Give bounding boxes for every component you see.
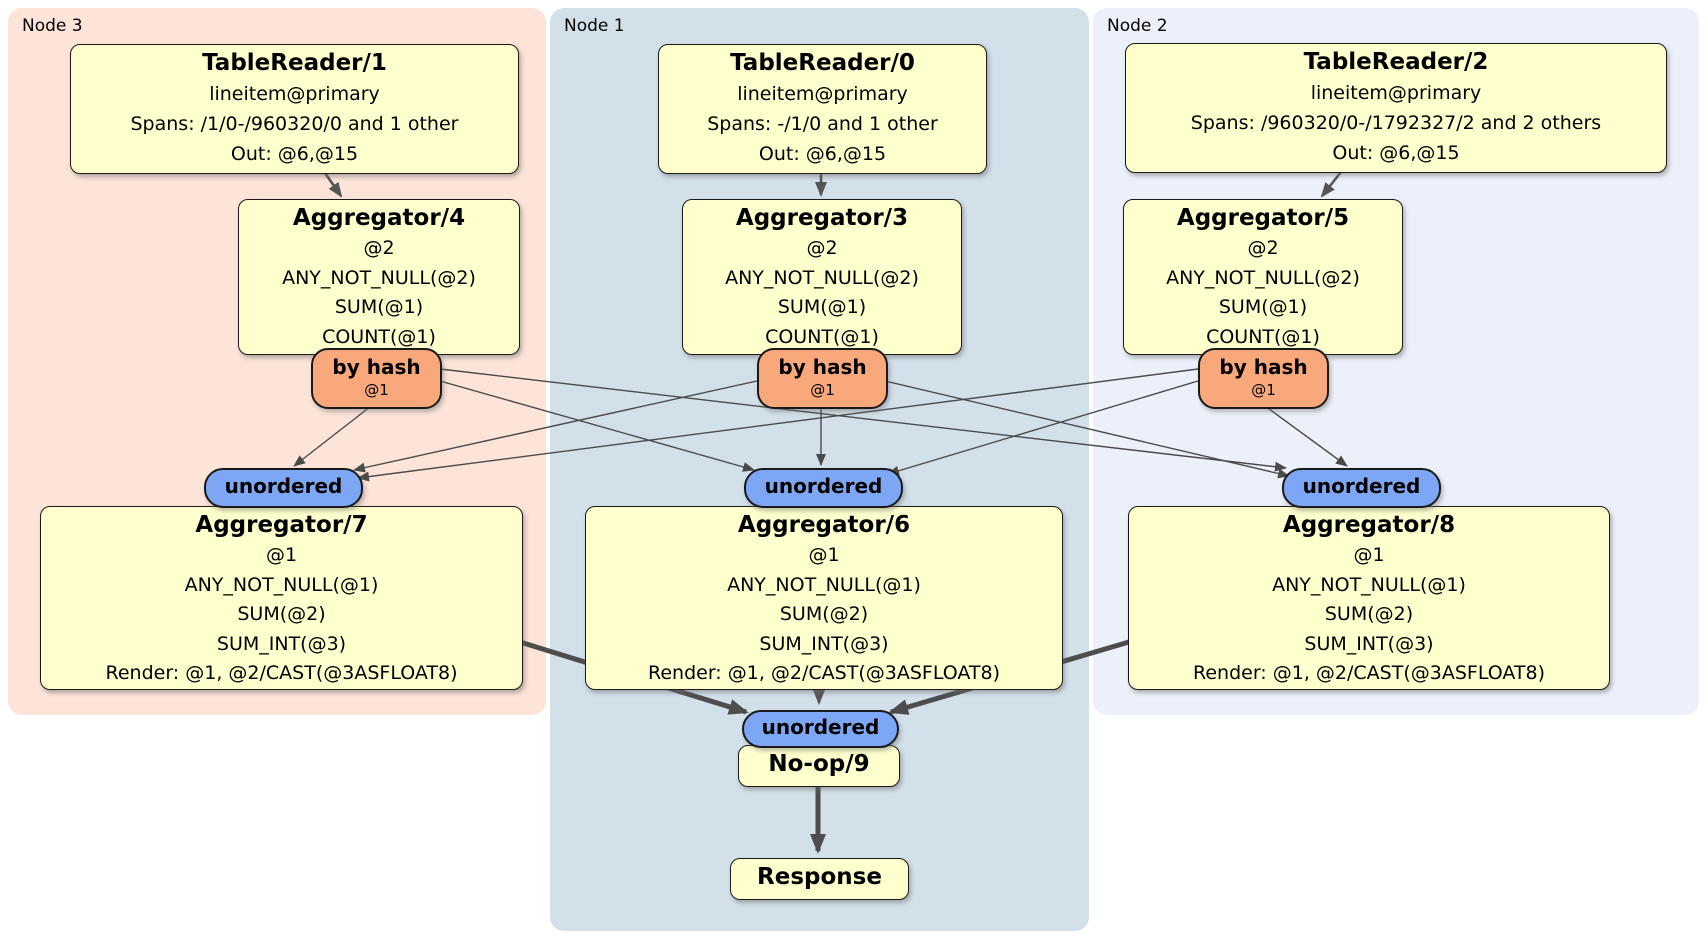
router-label: by hash — [332, 355, 421, 379]
processor-detail: lineitem@primary — [737, 83, 908, 105]
sync-label: unordered — [1302, 474, 1421, 498]
processor-detail: Render: @1, @2/CAST(@3ASFLOAT8) — [105, 662, 458, 684]
processor-detail: @1 — [808, 544, 840, 566]
processor-detail: SUM(@2) — [237, 603, 326, 625]
processor-detail: SUM(@2) — [1324, 603, 1414, 625]
processor-tablereader-0: TableReader/0 lineitem@primary Spans: -/… — [658, 44, 987, 174]
processor-detail: Spans: -/1/0 and 1 other — [707, 113, 938, 135]
processor-detail: @2 — [363, 237, 395, 259]
processor-detail: @1 — [265, 544, 298, 566]
processor-detail: COUNT(@1) — [765, 325, 879, 348]
response-box: Response — [730, 858, 909, 900]
processor-detail: Out: @6,@15 — [230, 143, 359, 165]
sync-unordered-node2: unordered — [1282, 468, 1441, 508]
router-by-hash-node3: by hash @1 — [311, 348, 442, 409]
processor-title: No-op/9 — [768, 751, 870, 777]
processor-title: Aggregator/7 — [195, 512, 368, 538]
processor-title: TableReader/1 — [202, 50, 387, 76]
processor-detail: Spans: /1/0-/960320/0 and 1 other — [130, 113, 459, 135]
processor-detail: ANY_NOT_NULL(@1) — [184, 573, 379, 596]
processor-title: Aggregator/8 — [1282, 512, 1456, 538]
processor-detail: lineitem@primary — [209, 83, 380, 105]
processor-detail: ANY_NOT_NULL(@2) — [282, 266, 476, 289]
sync-unordered-node3: unordered — [204, 468, 363, 508]
processor-detail: SUM_INT(@3) — [759, 632, 889, 655]
processor-aggregator-3: Aggregator/3 @2 ANY_NOT_NULL(@2) SUM(@1)… — [682, 199, 962, 355]
processor-tablereader-2: TableReader/2 lineitem@primary Spans: /9… — [1125, 43, 1667, 173]
processor-detail: @1 — [1353, 544, 1385, 566]
processor-detail: SUM(@1) — [334, 296, 424, 318]
processor-detail: ANY_NOT_NULL(@1) — [1272, 573, 1466, 596]
processor-aggregator-7: Aggregator/7 @1 ANY_NOT_NULL(@1) SUM(@2)… — [40, 506, 523, 690]
processor-detail: lineitem@primary — [1310, 82, 1482, 104]
processor-title: Aggregator/5 — [1176, 205, 1350, 231]
node-2-label: Node 2 — [1107, 16, 1168, 36]
processor-aggregator-5: Aggregator/5 @2 ANY_NOT_NULL(@2) SUM(@1)… — [1123, 199, 1403, 355]
processor-detail: Spans: /960320/0-/1792327/2 and 2 others — [1190, 112, 1602, 134]
sync-label: unordered — [224, 474, 343, 498]
processor-detail: Render: @1, @2/CAST(@3ASFLOAT8) — [648, 662, 1000, 684]
sync-label: unordered — [764, 474, 883, 498]
processor-aggregator-8: Aggregator/8 @1 ANY_NOT_NULL(@1) SUM(@2)… — [1128, 506, 1610, 690]
response-title: Response — [757, 864, 882, 890]
processor-detail: SUM_INT(@3) — [1304, 632, 1434, 655]
processor-aggregator-4: Aggregator/4 @2 ANY_NOT_NULL(@2) SUM(@1)… — [238, 199, 520, 355]
processor-detail: Render: @1, @2/CAST(@3ASFLOAT8) — [1193, 662, 1545, 684]
sync-label: unordered — [761, 715, 880, 739]
router-label: by hash — [1219, 355, 1308, 379]
processor-tablereader-1: TableReader/1 lineitem@primary Spans: /1… — [70, 44, 519, 174]
processor-detail: Out: @6,@15 — [758, 143, 887, 165]
node-1-label: Node 1 — [564, 16, 625, 36]
router-by-hash-node1: by hash @1 — [757, 348, 888, 409]
processor-detail: SUM_INT(@3) — [216, 632, 347, 655]
sync-unordered-node1: unordered — [744, 468, 903, 508]
processor-detail: ANY_NOT_NULL(@1) — [727, 573, 921, 596]
processor-detail: COUNT(@1) — [1206, 325, 1320, 348]
processor-detail: SUM(@2) — [779, 603, 869, 625]
processor-title: Aggregator/6 — [737, 512, 911, 538]
processor-detail: @2 — [1247, 237, 1279, 259]
processor-detail: SUM(@1) — [777, 296, 867, 318]
processor-detail: Out: @6,@15 — [1332, 142, 1460, 164]
router-detail: @1 — [1251, 381, 1276, 399]
processor-noop-9: No-op/9 — [738, 745, 900, 787]
node-3-label: Node 3 — [22, 16, 83, 36]
router-detail: @1 — [810, 381, 835, 399]
processor-detail: COUNT(@1) — [322, 325, 436, 348]
processor-title: TableReader/2 — [1303, 49, 1489, 75]
router-by-hash-node2: by hash @1 — [1198, 348, 1329, 409]
processor-title: Aggregator/3 — [735, 205, 909, 231]
processor-detail: ANY_NOT_NULL(@2) — [725, 266, 919, 289]
processor-title: Aggregator/4 — [292, 205, 466, 231]
processor-detail: SUM(@1) — [1218, 296, 1308, 318]
router-label: by hash — [778, 355, 867, 379]
router-detail: @1 — [364, 381, 389, 399]
processor-aggregator-6: Aggregator/6 @1 ANY_NOT_NULL(@1) SUM(@2)… — [585, 506, 1063, 690]
processor-title: TableReader/0 — [730, 50, 915, 76]
processor-detail: @2 — [806, 237, 838, 259]
sync-unordered-final: unordered — [742, 710, 899, 748]
processor-detail: ANY_NOT_NULL(@2) — [1166, 266, 1360, 289]
